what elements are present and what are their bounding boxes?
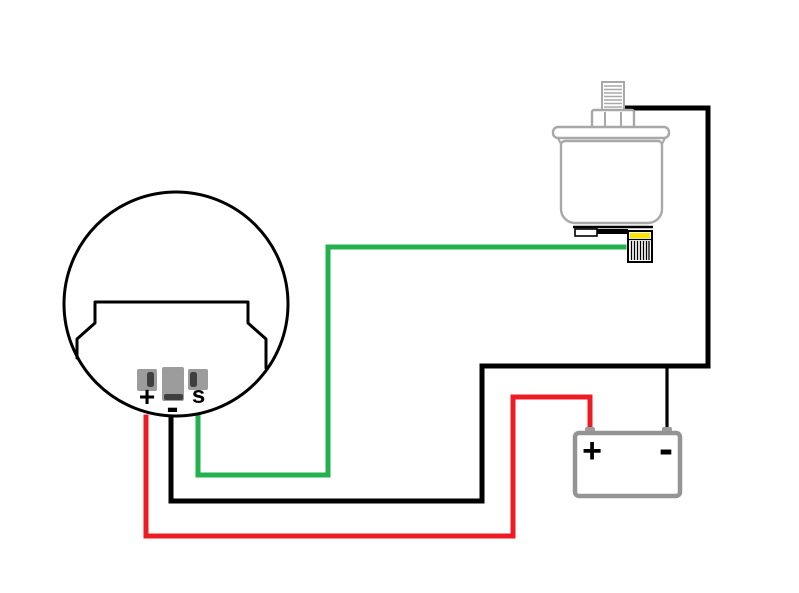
- power-wire: [143, 394, 593, 539]
- gauge-terminal-negative: [162, 367, 184, 401]
- gauge-signal-label: s: [192, 382, 205, 409]
- battery-positive-label: +: [582, 432, 602, 470]
- gauge: + - s: [62, 190, 290, 427]
- sender-nut: [590, 108, 636, 130]
- battery-body: [572, 430, 683, 499]
- sender-connector-yellow-band: [630, 233, 650, 238]
- sender-nut-facets: [604, 112, 622, 126]
- gauge-negative-label: -: [167, 386, 179, 427]
- gauge-connector-housing: [75, 300, 268, 370]
- gauge-terminal-signal-slot: [190, 372, 197, 387]
- gauge-terminal-negative-slot: [164, 394, 183, 400]
- sender-stud-threads: [604, 85, 622, 108]
- sender-connector-ribs: [629, 238, 651, 260]
- sender-flange: [551, 125, 671, 140]
- ground-wire: [168, 105, 711, 504]
- sender-unit: [551, 81, 671, 263]
- wires: [143, 105, 711, 539]
- battery-negative-label: -: [659, 425, 673, 472]
- battery: + -: [572, 425, 683, 499]
- sender-body: [559, 139, 664, 225]
- gauge-terminal-positive-slot: [147, 372, 154, 387]
- signal-wire: [195, 244, 627, 478]
- sender-base-tab: [574, 228, 598, 237]
- sender-base-band: [597, 229, 628, 234]
- gauge-positive-label: +: [139, 381, 155, 412]
- gauge-body: [62, 190, 290, 418]
